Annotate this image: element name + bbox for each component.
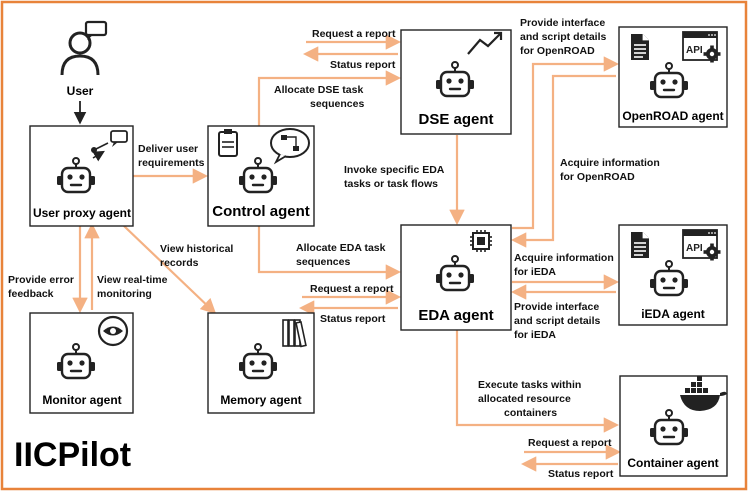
label-or-interface-1: Provide interface: [520, 17, 605, 29]
arrow-labels: Deliver user requirements Provide error …: [8, 17, 660, 480]
binders-icon: [282, 319, 307, 348]
monitor-agent[interactable]: Monitor agent: [29, 312, 134, 414]
label-dse-request: Request a report: [312, 28, 396, 40]
user-proxy-agent[interactable]: User proxy agent: [29, 125, 134, 227]
label-ieda-interface-3: for iEDA: [514, 329, 556, 341]
user-figure: User: [60, 20, 108, 125]
label-ieda-interface-1: Provide interface: [514, 301, 599, 313]
agent-name-container: Container agent: [627, 456, 718, 470]
label-alloc-dse-2: sequences: [310, 98, 364, 110]
ieda-agent[interactable]: API iEDA agent: [618, 224, 728, 326]
arrow-alloc-eda: [257, 226, 402, 280]
memory-agent[interactable]: Memory agent: [207, 312, 315, 414]
trend-up-icon: [467, 33, 501, 55]
label-execute-3: containers: [504, 407, 557, 419]
label-dse-status: Status report: [330, 59, 396, 71]
user-icon: [68, 31, 92, 55]
openroad-agent[interactable]: API OpenROAD agent: [618, 26, 728, 128]
agent-name-memory: Memory agent: [220, 393, 301, 407]
eda-agent[interactable]: EDA agent: [400, 224, 512, 331]
diagram-title: IICPilot: [14, 436, 131, 474]
arrow-or-interface: [512, 56, 620, 230]
swap-arrow-icon: [92, 150, 105, 162]
label-ieda-acquire-2: for iEDA: [514, 266, 556, 278]
label-alloc-eda-2: sequences: [296, 256, 350, 268]
chat-bubble-icon: [84, 20, 108, 37]
arrow-alloc-dse: [257, 70, 402, 126]
arrows: [72, 34, 622, 472]
arrow-history: [123, 225, 217, 315]
label-error-2: feedback: [8, 288, 54, 300]
label-ieda-acquire-1: Acquire information: [514, 252, 614, 264]
label-cont-status: Status report: [548, 468, 614, 480]
label-deliver-1: Deliver user: [138, 143, 198, 155]
arrow-execute: [455, 330, 620, 433]
label-execute-1: Execute tasks within: [478, 379, 581, 391]
agent-name-openroad: OpenROAD agent: [622, 109, 723, 123]
clipboard-icon: [218, 131, 238, 157]
label-history-1: View historical: [160, 243, 233, 255]
agent-name-eda: EDA agent: [418, 307, 493, 324]
label-realtime-2: monitoring: [97, 288, 152, 300]
docker-whale-icon: [680, 376, 727, 411]
agent-name-user-proxy: User proxy agent: [33, 206, 131, 220]
document-icon: [630, 231, 650, 259]
label-cont-request: Request a report: [528, 437, 612, 449]
label-alloc-eda-1: Allocate EDA task: [296, 242, 386, 254]
label-invoke-1: Invoke specific EDA: [344, 164, 445, 176]
label-invoke-2: tasks or task flows: [344, 178, 438, 190]
agent-name-control: Control agent: [212, 203, 310, 220]
agent-name-dse: DSE agent: [418, 111, 493, 128]
label-execute-2: allocated resource: [478, 393, 571, 405]
label-or-interface-2: and script details: [520, 31, 607, 43]
workflow-bubble-icon: [270, 128, 310, 158]
label-history-2: records: [160, 257, 199, 269]
label-alloc-dse-1: Allocate DSE task: [274, 84, 363, 96]
label-eda-request: Request a report: [310, 283, 394, 295]
user-label: User: [67, 84, 94, 98]
chat-bubble-icon: [110, 130, 128, 143]
agent-name-ieda: iEDA agent: [641, 307, 705, 321]
container-agent[interactable]: Container agent: [619, 375, 728, 477]
label-error-1: Provide error: [8, 274, 74, 286]
dse-agent[interactable]: DSE agent: [400, 29, 512, 135]
label-or-acquire-1: Acquire information: [560, 157, 660, 169]
api-text: API: [686, 45, 703, 56]
api-text: API: [686, 243, 703, 254]
chip-icon: [470, 230, 492, 252]
agent-name-monitor: Monitor agent: [42, 393, 121, 407]
label-realtime-1: View real-time: [97, 274, 168, 286]
label-ieda-interface-2: and script details: [514, 315, 601, 327]
label-or-acquire-2: for OpenROAD: [560, 171, 635, 183]
label-eda-status: Status report: [320, 313, 386, 325]
document-icon: [630, 33, 650, 61]
label-or-interface-3: for OpenROAD: [520, 45, 595, 57]
control-agent[interactable]: Control agent: [207, 125, 315, 227]
label-deliver-2: requirements: [138, 157, 205, 169]
arrow-or-acquire: [510, 74, 616, 248]
